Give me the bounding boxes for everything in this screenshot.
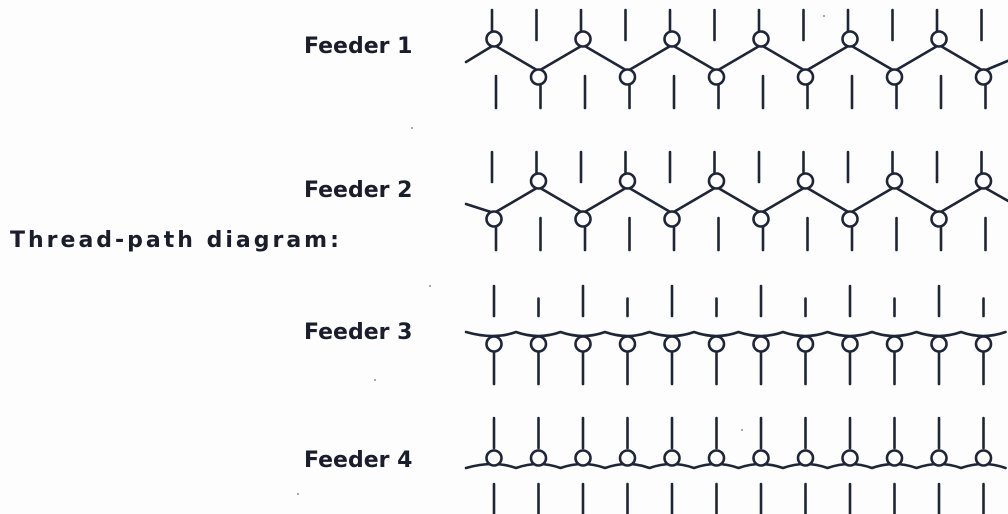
stitch-loop [663,210,681,228]
stitch-loop [618,449,637,467]
stitch-loop [930,30,948,48]
paper-speck [429,285,431,287]
stitch-loop [885,335,904,353]
stitch-loop [707,172,726,190]
feeder-2-thread-path [464,150,1008,252]
stitch-loop [485,30,503,48]
feeder-4-label: Feeder 4 [304,448,413,473]
stitch-loop [974,68,993,86]
stitch-loop [485,449,503,467]
feeder-1-thread-path [464,8,1008,110]
stitch-loop [707,449,726,467]
stitch-loop [574,210,592,228]
stitch-loop [796,68,815,86]
stitch-loop [529,335,548,353]
stitch-loop [485,210,503,228]
stitch-loop [796,449,815,467]
feeder-1-label: Feeder 1 [304,34,413,59]
stitch-loop [885,68,904,86]
stitch-loop [618,172,637,190]
feeder-2-label: Feeder 2 [304,178,413,203]
stitch-loop [752,335,770,353]
stitch-loop [752,30,770,48]
stitch-loop [930,335,948,353]
stitch-loop [885,172,904,190]
paper-speck [411,127,413,129]
stitch-loop [974,335,993,353]
stitch-loop [974,449,993,467]
stitch-loop [529,68,548,86]
stitch-loop [841,30,859,48]
yarn-path [464,462,1007,470]
stitch-loop [663,335,681,353]
stitch-loop [574,449,592,467]
stitch-loop [663,30,681,48]
stitch-loop [796,335,815,353]
stitch-loop [841,449,859,467]
stitch-loop [485,335,503,353]
stitch-loop [841,210,859,228]
stitch-loop [574,30,592,48]
stitch-loop [974,172,993,190]
yarn-path [464,185,1008,215]
yarn-path [464,330,1007,338]
stitch-loop [618,68,637,86]
paper-speck [823,15,825,17]
paper-speck [374,379,376,381]
stitch-loop [707,68,726,86]
stitch-loop [529,172,548,190]
feeder-4-thread-path [464,416,1007,514]
stitch-loop [930,449,948,467]
stitch-loop [841,335,859,353]
stitch-loop [752,210,770,228]
stitch-loop [885,449,904,467]
paper-speck [297,493,299,495]
paper-speck [741,429,743,431]
stitch-loop [663,449,681,467]
stitch-loop [618,335,637,353]
stitch-loop [707,335,726,353]
stitch-loop [796,172,815,190]
stitch-loop [752,449,770,467]
stitch-loop [529,449,548,467]
diagram-caption: Thread-path diagram: [10,228,342,253]
stitch-loop [930,210,948,228]
stitch-loop [574,335,592,353]
feeder-3-label: Feeder 3 [304,320,413,345]
feeder-3-thread-path [464,284,1007,386]
yarn-path [464,43,1008,73]
